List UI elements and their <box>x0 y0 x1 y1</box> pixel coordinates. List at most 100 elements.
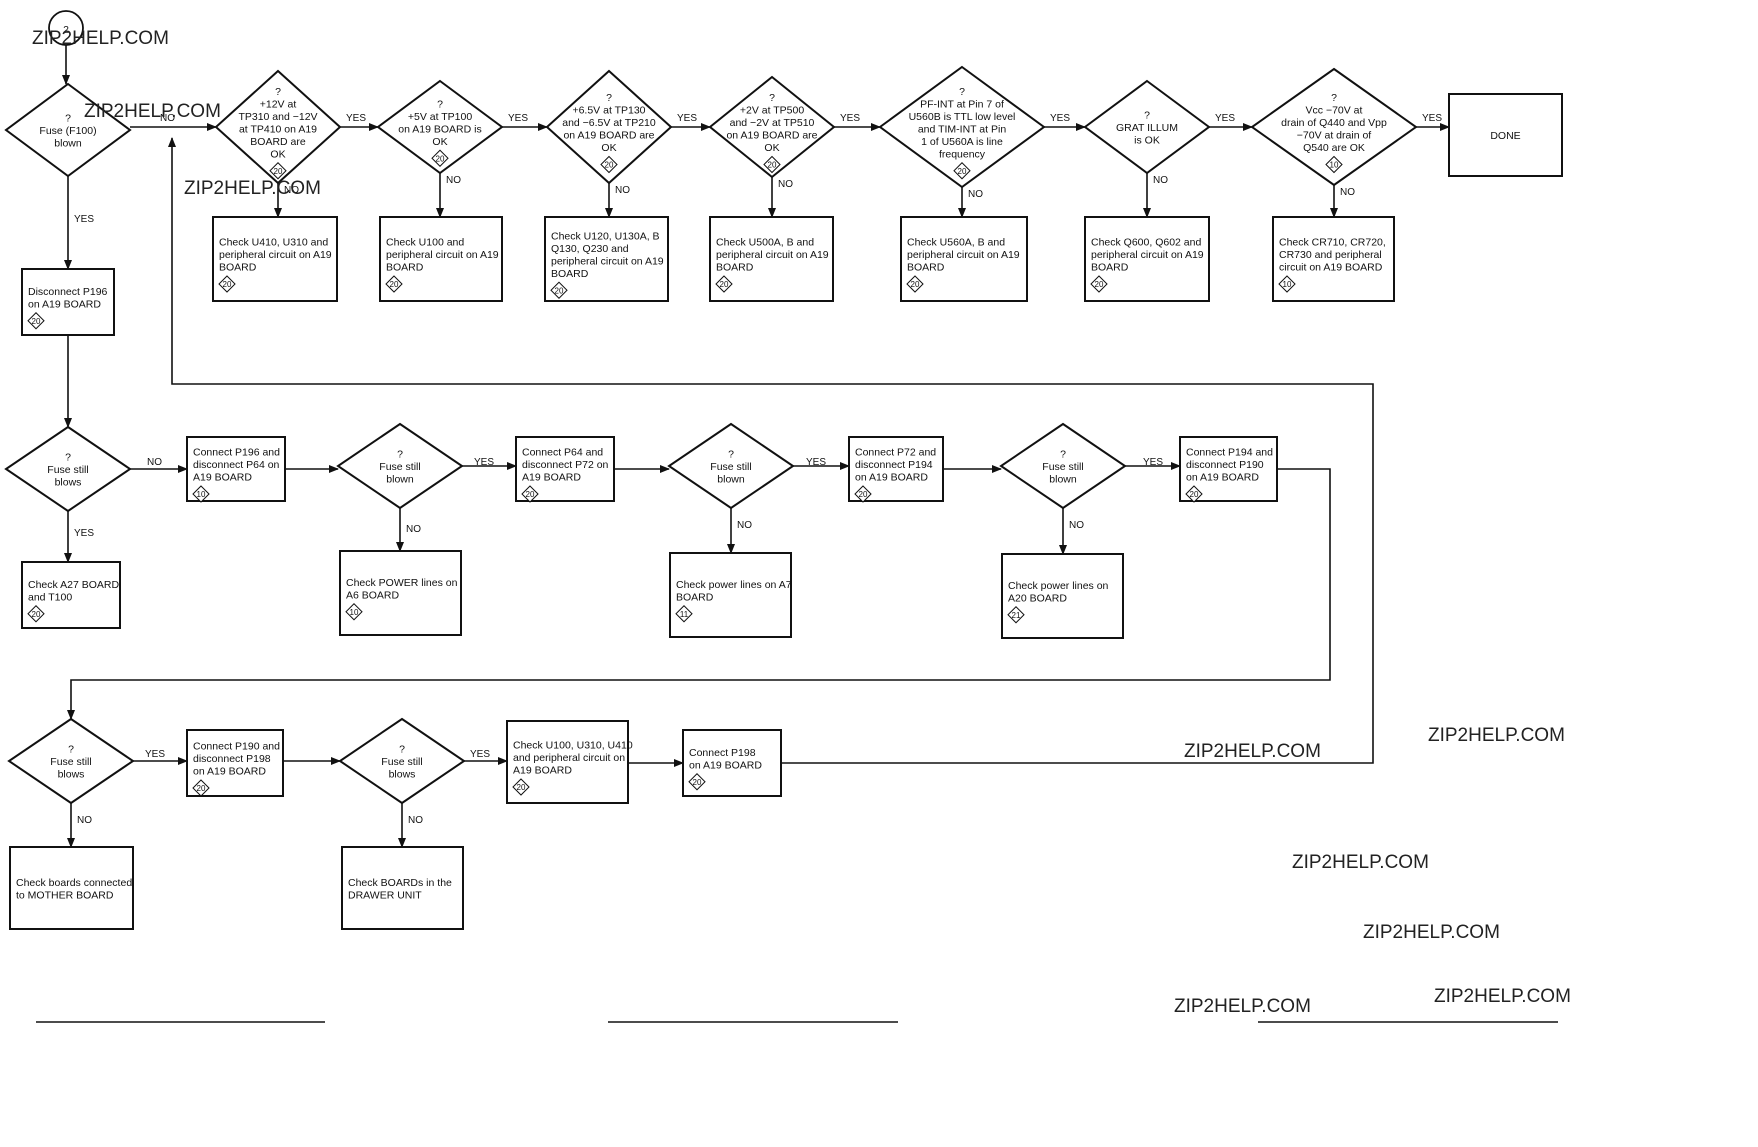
node-d-fuse: ?Fuse (F100)blown <box>4 82 132 178</box>
node-text-line: Check POWER lines on <box>346 577 458 589</box>
node-text-line: and TIM-INT at Pin <box>918 123 1006 135</box>
node-text-line: Connect P198 <box>689 747 756 759</box>
decision-diamond <box>214 69 342 185</box>
decision-diamond <box>338 717 466 805</box>
reference-diamond-icon <box>715 275 733 293</box>
node-text-line: ? <box>397 449 403 461</box>
node-text-line: A20 BOARD <box>1008 592 1067 604</box>
node-text-line: ? <box>437 98 443 110</box>
node-text-line: BOARD <box>1091 262 1129 274</box>
node-text-line: blown <box>1049 474 1077 486</box>
node-text-line: drain of Q440 and Vpp <box>1281 117 1387 129</box>
reference-diamond-icon <box>906 275 924 293</box>
no-label: NO <box>968 189 983 200</box>
reference-number: 20 <box>555 286 564 295</box>
node-text-line: blows <box>389 769 416 781</box>
reference-diamond-icon <box>763 155 781 174</box>
reference-number: 20 <box>197 784 206 793</box>
decision-diamond <box>7 717 135 805</box>
connector-number: 2 <box>63 24 69 36</box>
no-label: NO <box>147 457 162 468</box>
node-text-line: +12V at <box>260 98 297 110</box>
connector-circle <box>48 10 84 46</box>
reference-diamond-icon <box>269 162 287 180</box>
node-text-line: blown <box>717 474 745 486</box>
no-label: NO <box>615 185 630 196</box>
node-text-line: blows <box>55 477 82 489</box>
node-text-line: on A19 BOARD are <box>726 130 817 142</box>
reference-diamond-icon <box>431 149 449 167</box>
reference-number: 20 <box>517 783 526 792</box>
node-text-line: Fuse still <box>379 461 420 473</box>
node-text-line: and −2V at TP510 <box>730 117 815 129</box>
node-text-line: Check boards connected <box>16 877 132 889</box>
node-text-line: Q540 are OK <box>1303 142 1365 154</box>
decision-diamond <box>4 425 132 513</box>
node-text-line: on A19 BOARD <box>193 766 266 778</box>
node-text-line: peripheral circuit on A19 <box>551 255 664 267</box>
node-text-line: GRAT ILLUM <box>1116 122 1178 134</box>
reference-number: 20 <box>768 161 777 170</box>
watermark-text: ZIP2HELP.COM <box>1174 996 1311 1017</box>
node-text-line: Check U100, U310, U410 <box>513 740 633 752</box>
reference-number: 20 <box>859 490 868 499</box>
reference-number: 20 <box>693 778 702 787</box>
node-text-line: BOARD <box>676 591 714 603</box>
process-box <box>339 550 462 636</box>
node-text-line: on A19 BOARD is <box>398 123 481 135</box>
node-text-line: OK <box>764 142 779 154</box>
node-text-line: Fuse still <box>710 461 751 473</box>
reference-number: 20 <box>911 280 920 289</box>
reference-number: 20 <box>223 280 232 289</box>
node-text-line: 1 of U560A is line <box>921 136 1003 148</box>
reference-diamond-icon <box>675 605 693 623</box>
reference-number: 20 <box>274 167 283 176</box>
yes-label: YES <box>470 749 490 760</box>
node-text-line: Fuse still <box>381 756 422 768</box>
watermark-text: ZIP2HELP.COM <box>1428 725 1565 746</box>
reference-number: 20 <box>958 167 967 176</box>
node-text-line: BOARD are <box>250 136 306 148</box>
process-box <box>379 216 503 302</box>
node-text-line: PF-INT at Pin 7 of <box>920 98 1004 110</box>
node-text-line: ? <box>275 86 281 98</box>
node-text-line: ? <box>959 86 965 98</box>
node-text-line: peripheral circuit on A19 <box>907 249 1020 261</box>
node-text-line: DRAWER UNIT <box>348 889 422 901</box>
decision-diamond <box>1083 79 1211 175</box>
reference-diamond-icon <box>385 275 403 293</box>
node-text-line: BOARD <box>219 262 257 274</box>
node-b-cr710: Check CR710, CR720,CR730 and peripheralc… <box>1272 216 1395 302</box>
reference-diamond-icon <box>1090 275 1108 293</box>
no-label: NO <box>778 179 793 190</box>
yes-label: YES <box>1422 113 1442 124</box>
reference-diamond-icon <box>1007 606 1025 624</box>
yes-label: YES <box>346 113 366 124</box>
reference-number: 10 <box>1330 161 1339 170</box>
node-text-line: Check power lines on <box>1008 580 1109 592</box>
decision-diamond <box>667 422 795 510</box>
yes-label: YES <box>840 113 860 124</box>
node-text-line: disconnect P64 on <box>193 459 280 471</box>
no-label: NO <box>160 113 175 124</box>
no-label: NO <box>1069 520 1084 531</box>
watermark-text: ZIP2HELP.COM <box>32 28 169 49</box>
reference-number: 20 <box>1190 490 1199 499</box>
node-text-line: OK <box>270 148 285 160</box>
node-text-line: ? <box>1060 449 1066 461</box>
node-text-line: to MOTHER BOARD <box>16 889 114 901</box>
